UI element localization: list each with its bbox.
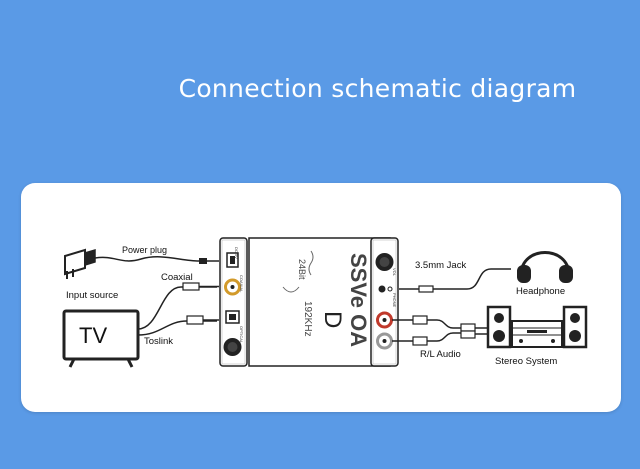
- toslink-cable: [137, 315, 219, 336]
- dac-device-body: SSVe OA 24Bit D 192KHz: [248, 237, 391, 367]
- device-logo: D: [319, 311, 346, 328]
- device-input-panel: DC 5V COAXIAL OPTICAL: [219, 237, 248, 367]
- coaxial-cable: [137, 282, 219, 330]
- svg-text:OPTICAL: OPTICAL: [239, 326, 244, 344]
- headphone-icon: [517, 251, 573, 283]
- svg-text:VOL: VOL: [392, 268, 397, 277]
- device-bits-label: 24Bit: [297, 259, 307, 280]
- device-brand-label: SSVe OA: [346, 253, 371, 347]
- toslink-label: Toslink: [144, 336, 173, 347]
- page-title: Connection schematic diagram: [178, 74, 577, 103]
- stereo-system-label: Stereo System: [495, 356, 557, 367]
- coaxial-label: Coaxial: [161, 272, 193, 283]
- power-plug-label: Power plug: [122, 245, 167, 255]
- jack-cable: [399, 268, 511, 293]
- schematic-diagram: Power plug Input source TV Coaxial Tosli…: [62, 237, 588, 368]
- rl-audio-label: R/L Audio: [420, 349, 461, 360]
- svg-text:PHONE: PHONE: [392, 293, 397, 308]
- stereo-system-icon: [486, 305, 588, 349]
- diagram-card: Power plug Input source TV Coaxial Tosli…: [21, 183, 621, 412]
- input-source-label: Input source: [66, 290, 118, 301]
- power-adapter-icon: [64, 248, 219, 279]
- jack-label: 3.5mm Jack: [415, 260, 466, 271]
- svg-text:COAXIAL: COAXIAL: [239, 275, 244, 293]
- headphone-label: Headphone: [516, 286, 565, 297]
- svg-text:DC 5V: DC 5V: [234, 247, 239, 259]
- device-output-panel: VOL PHONE: [370, 237, 399, 367]
- tv-label: TV: [79, 323, 107, 348]
- rca-cables: [392, 315, 487, 346]
- device-khz-label: 192KHz: [302, 301, 313, 337]
